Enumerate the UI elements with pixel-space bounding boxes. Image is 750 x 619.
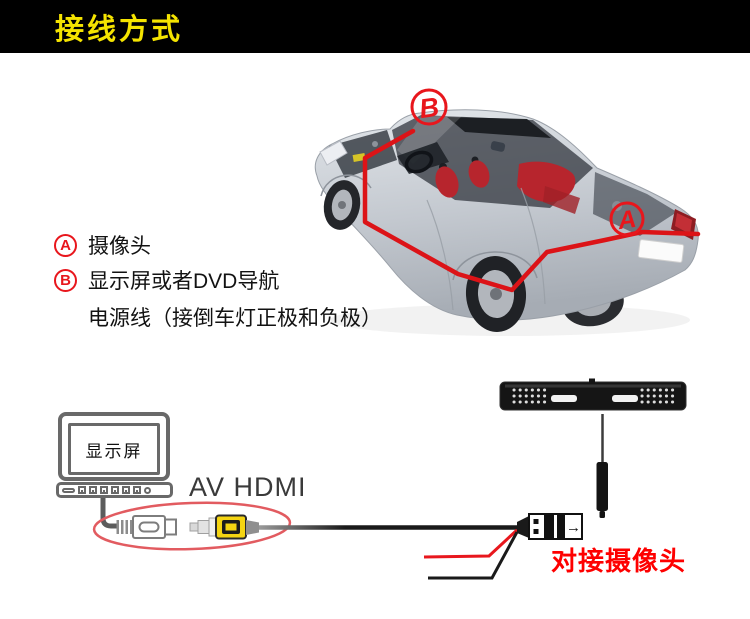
engine-part [372,141,378,147]
license-plate [637,239,685,263]
legend-text-display: 显示屏或者DVD导航 [88,270,280,293]
taillight-inner [675,213,692,234]
label-b-text: B [417,92,440,124]
label-b-badge: B [410,88,448,126]
monitor-button [100,486,108,494]
monitor-button [62,487,75,493]
monitor-button [78,486,86,494]
power-wire-black [428,531,519,580]
camera-connect-note: 对接摄像头 [551,546,687,576]
rca-yellow-plug [189,514,259,540]
legend-badge-b: B [54,268,77,292]
monitor-button [133,486,141,494]
legend-power-note: 电源线（接倒车灯正极和负极） [88,307,382,330]
door-seam [426,199,454,311]
legend-text-camera: 摄像头 [88,235,151,258]
rca-female-connector [116,515,177,539]
monitor-button [144,486,151,494]
page-title: 接线方式 [55,13,184,46]
engine-part [352,153,366,162]
steering-wheel-icon [404,150,434,174]
legend-badge-a: A [54,233,77,257]
front-seat [435,166,459,198]
label-a-badge: A [609,201,645,237]
monitor-buttons [56,482,173,498]
front-seat [468,160,490,188]
trunk-part [627,210,635,218]
headlight-icon [319,140,348,166]
monitor-screen: 显示屏 [68,423,160,475]
front-left-wheel-icon [323,180,361,230]
legend-item-camera: A 摄像头 [54,232,394,258]
monitor: 显示屏 [58,412,170,481]
legend-item-display: B 显示屏或者DVD导航 [54,267,394,293]
sunroof [447,117,551,138]
monitor-button [89,486,97,494]
arrow-right-icon: → [566,519,581,536]
license-plate-frame-camera [499,378,687,411]
monitor-label: 显示屏 [85,441,143,461]
title-banner: 接线方式 [0,0,750,53]
monitor-button [122,486,130,494]
car-cutaway-illustration: B A [314,88,701,336]
power-wire-red [423,528,519,559]
legend: A 摄像头 B 显示屏或者DVD导航 电源线（接倒车灯正极和负极） [54,232,394,332]
dashboard [397,142,449,174]
cable-type-label: AV HDMI [189,472,307,502]
highlight-ellipse [92,501,292,551]
door-seam [520,187,546,305]
door-trim [543,186,580,214]
wiring-diagram: → [92,378,687,580]
camera-plug-barrel [596,462,608,511]
monitor-cable [100,497,117,529]
label-a-text: A [615,205,638,235]
camera-plug-tip [599,511,605,518]
pair-connector: → [517,513,583,540]
side-mirror-icon [490,141,506,152]
monitor-button [111,486,119,494]
